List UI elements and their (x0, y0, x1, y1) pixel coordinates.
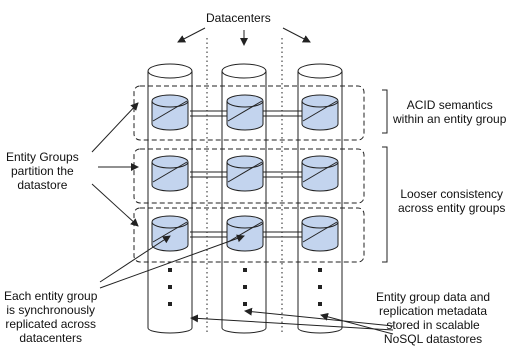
acid-semantics-label: ACID semantics within an entity group (393, 98, 506, 126)
entity-cylinder-r3-c3 (301, 215, 339, 252)
datacenter-arrows (177, 27, 311, 46)
entity-cylinder-r3-c2 (226, 215, 264, 252)
nosql-line-3: stored in scalable (386, 318, 480, 332)
datacenters-title: Datacenters (206, 11, 271, 25)
acid-line-1: ACID semantics (406, 98, 493, 112)
entity-cylinder-r2-c2 (226, 155, 264, 192)
entity-cylinder-r1-c3 (301, 94, 339, 131)
entity-cylinder-r3-c1 (151, 215, 189, 252)
entity-cylinder-r2-c3 (301, 155, 339, 192)
links-row-2 (190, 171, 302, 178)
entity-cylinder-r1-c2 (226, 94, 264, 131)
partition-arrows (91, 102, 139, 227)
right-braces (382, 89, 388, 263)
entity-cylinder-r2-c1 (151, 155, 189, 192)
entity-group-box-3 (133, 207, 365, 263)
acid-brace (382, 89, 388, 134)
nosql-line-4: NoSQL datastores (383, 332, 483, 346)
nosql-line-2: replication metadata (379, 304, 488, 318)
nosql-line-1: Entity group data and (376, 290, 491, 304)
datacenter-cylinders (147, 63, 343, 334)
looser-line-1: Looser consistency (400, 187, 504, 201)
continuation-dots (168, 268, 322, 306)
entity-group-boxes (133, 85, 365, 263)
entity-cylinder-r1-c1 (151, 94, 189, 131)
looser-brace (382, 146, 388, 263)
links-row-3 (190, 231, 302, 238)
datacenter-2 (221, 63, 267, 334)
replicated-line-1: Each entity group (4, 289, 98, 303)
nosql-pointers (190, 307, 394, 335)
replication-links (190, 110, 302, 238)
entity-groups-line-1: Entity Groups (6, 150, 79, 164)
entity-groups-line-3: datastore (17, 178, 68, 192)
datacenter-1 (147, 63, 193, 334)
entity-group-box-1 (133, 85, 365, 141)
looser-consistency-label: Looser consistency across entity groups (398, 187, 505, 215)
nosql-label: Entity group data and replication metada… (376, 290, 490, 346)
entity-cylinders (151, 94, 339, 252)
replicated-line-2: is synchronously (6, 303, 96, 317)
entity-group-box-2 (133, 148, 365, 204)
replicated-pointers (99, 234, 245, 289)
looser-line-2: across entity groups (398, 201, 506, 215)
entity-groups-partition-label: Entity Groups partition the datastore (6, 150, 79, 192)
replicated-label: Each entity group is synchronously repli… (4, 289, 97, 345)
acid-line-2: within an entity group (393, 112, 507, 126)
datacenter-3 (297, 63, 343, 334)
entity-groups-line-2: partition the (10, 164, 74, 178)
links-row-1 (190, 110, 302, 117)
replicated-line-3: replicated across (5, 317, 97, 331)
replicated-line-4: datacenters (19, 331, 83, 345)
